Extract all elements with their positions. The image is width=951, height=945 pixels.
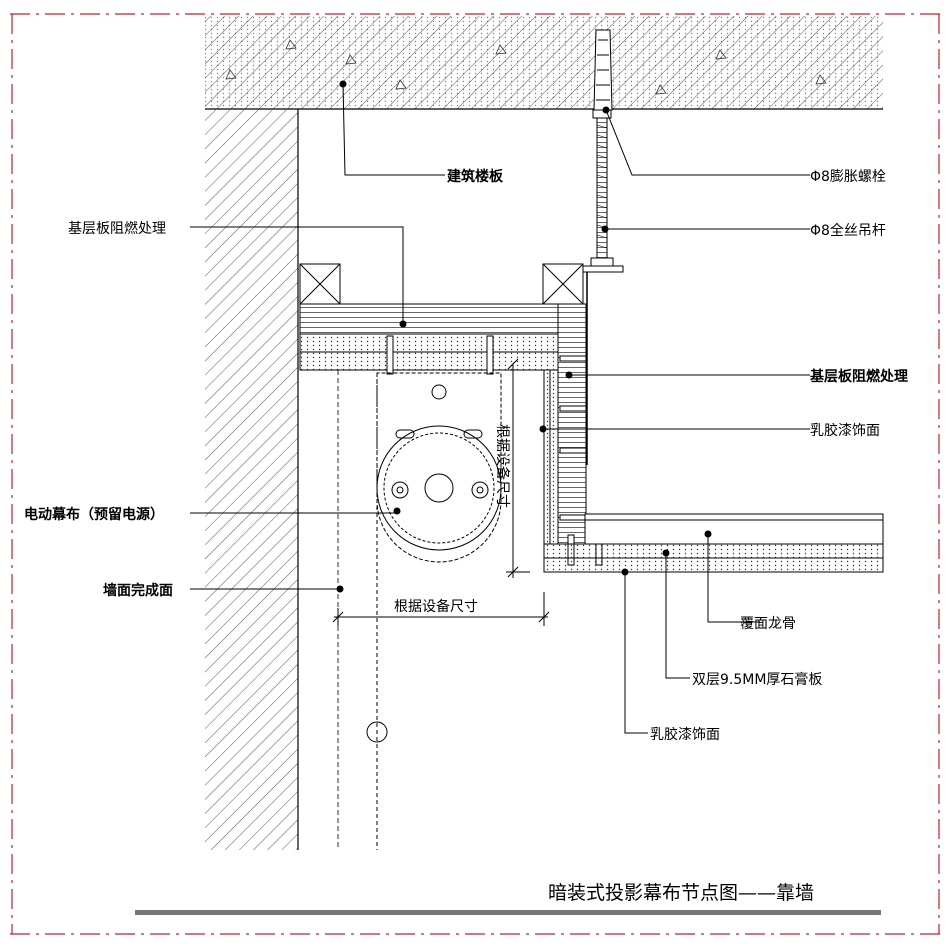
label-double-gypsum: 双层9.5MM厚石膏板 — [692, 671, 822, 688]
label-by-equipment-size-h: 根据设备尺寸 — [394, 598, 478, 615]
dimension-lines — [332, 358, 550, 626]
label-wall-finish: 墙面完成面 — [103, 582, 173, 599]
label-base-board-fireproof-left: 基层板阻燃处理 — [68, 220, 166, 237]
label-latex-paint-bottom: 乳胶漆饰面 — [650, 726, 720, 743]
label-expansion-bolt: Φ8膨胀螺栓 — [810, 168, 886, 185]
hanger-assembly — [582, 29, 624, 465]
building-slab — [205, 16, 883, 110]
title-bar — [135, 910, 881, 915]
leader-lines — [190, 83, 810, 734]
ceiling-boards — [543, 370, 884, 573]
label-building-slab: 建筑楼板 — [447, 168, 504, 185]
label-motorized-screen: 电动幕布（预留电源） — [24, 506, 164, 523]
base-board-top — [299, 303, 559, 371]
wood-blocks — [299, 263, 584, 305]
wall — [205, 109, 299, 850]
drawing-frame — [10, 13, 941, 935]
drawing-title: 暗装式投影幕布节点图——靠墙 — [548, 882, 814, 904]
label-threaded-rod: Φ8全丝吊杆 — [810, 222, 886, 239]
label-latex-paint-right: 乳胶漆饰面 — [810, 422, 880, 439]
leader-dots — [336, 80, 712, 593]
label-by-equipment-size-v: 根据设备尺寸 — [494, 424, 511, 508]
label-cover-keel: 覆面龙骨 — [740, 616, 796, 632]
screen-housing — [366, 372, 502, 850]
label-base-board-fireproof-right: 基层板阻燃处理 — [810, 368, 908, 385]
base-board-side — [300, 303, 587, 545]
